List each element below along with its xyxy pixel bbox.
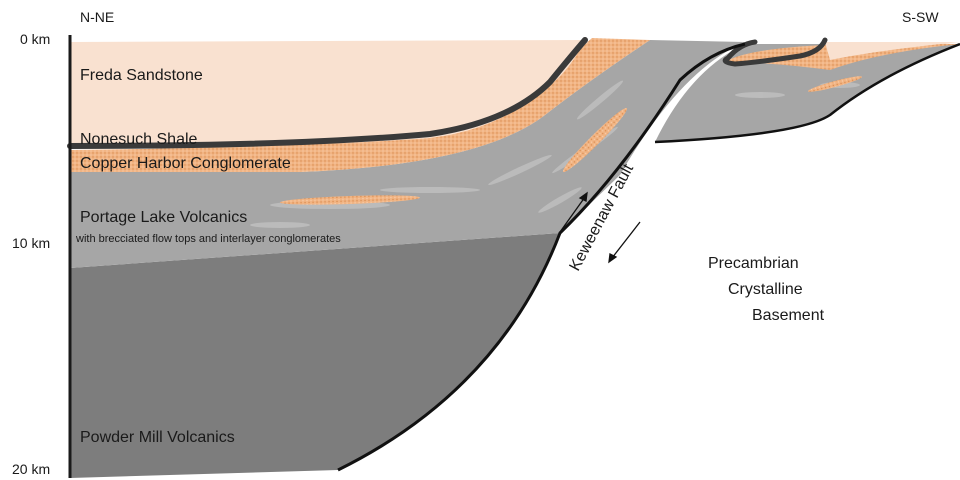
portage-lake-volcanics-layer: [70, 40, 745, 268]
fault-motion-arrows: [559, 191, 641, 264]
nonesuch-shale-label: Nonesuch Shale: [80, 131, 198, 148]
basement-label-line3: Basement: [752, 307, 825, 324]
depth-tick-0: 0 km: [20, 31, 50, 47]
copper-harbor-label: Copper Harbor Conglomerate: [80, 155, 291, 172]
orientation-right-label: S-SW: [902, 9, 939, 25]
depth-tick-20: 20 km: [12, 461, 50, 477]
portage-lake-label: Portage Lake Volcanics: [80, 209, 247, 226]
fault-block-shale: [722, 37, 828, 67]
basement-label-line2: Crystalline: [728, 281, 803, 298]
portage-lake-note: with brecciated flow tops and interlayer…: [75, 233, 341, 245]
depth-tick-10: 10 km: [12, 235, 50, 251]
powder-mill-label: Powder Mill Volcanics: [80, 429, 235, 446]
nonesuch-shale-layer: [67, 37, 588, 149]
conglomerate-lenses: [280, 76, 863, 205]
keweenaw-fault-line: [337, 42, 746, 472]
basement-contact-line: [654, 42, 960, 144]
freda-sandstone-label: Freda Sandstone: [80, 67, 203, 84]
copper-harbor-conglomerate-layer: [70, 38, 650, 172]
orientation-left-label: N-NE: [80, 9, 114, 25]
freda-sandstone-layer: [70, 40, 585, 148]
fault-block-sandstone: [755, 42, 960, 60]
basement-label-line1: Precambrian: [708, 255, 799, 272]
powder-mill-volcanics-layer: [70, 233, 560, 478]
fault-block-gray: [655, 44, 960, 142]
